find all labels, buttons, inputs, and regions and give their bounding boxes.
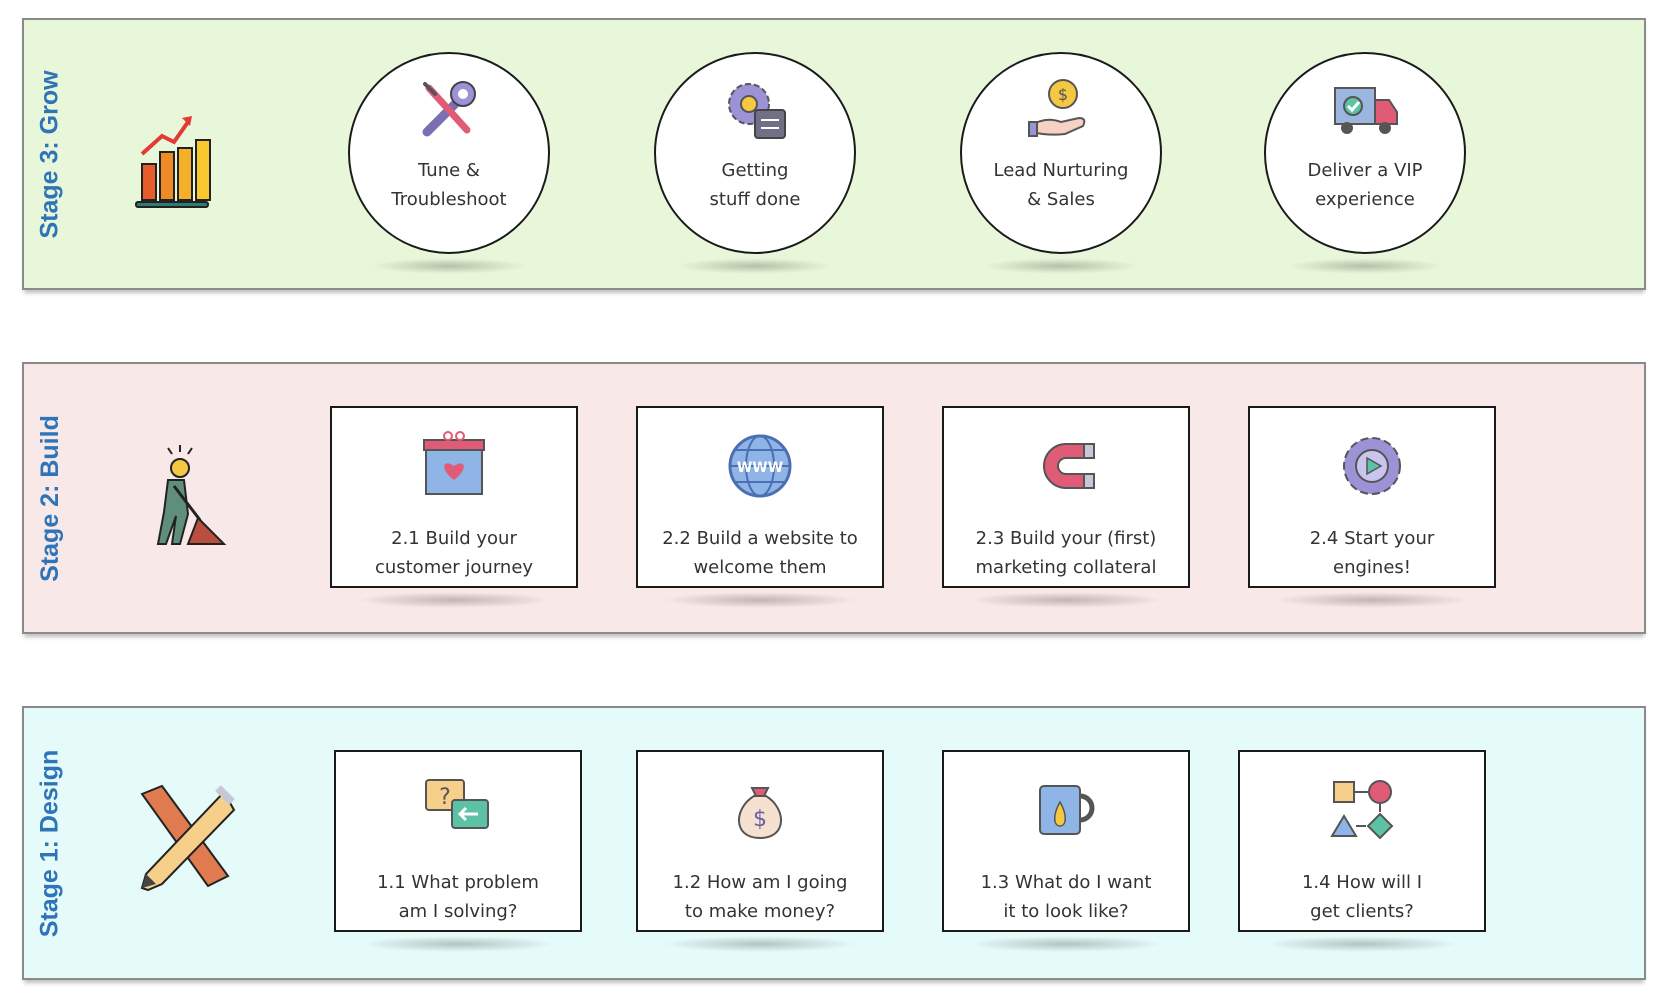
svg-text:$: $ — [1058, 85, 1068, 104]
flowchart-shapes-icon — [1326, 774, 1398, 846]
design-node-label: 1.4 How will I get clients? — [1301, 872, 1423, 922]
gift-box-icon — [418, 430, 490, 502]
build-node-marketing-collateral[interactable]: 2.3 Build your (first) marketing collate… — [942, 406, 1190, 608]
stage-build-title: Stage 2: Build — [35, 414, 64, 582]
grow-node-vip-experience[interactable]: Deliver a VIP experience — [1264, 52, 1466, 274]
grow-node-label: Deliver a VIP experience — [1307, 160, 1423, 210]
gear-checklist-icon — [719, 74, 791, 146]
build-node-start-engines[interactable]: 2.4 Start your engines! — [1248, 406, 1496, 608]
money-bag-icon: $ — [724, 774, 796, 846]
build-node-label: 2.4 Start your engines! — [1309, 528, 1435, 578]
grow-node-getting-stuff-done[interactable]: Getting stuff done — [654, 52, 856, 274]
growth-chart-icon — [128, 92, 238, 212]
design-node-label: 1.2 How am I going to make money? — [672, 872, 848, 922]
build-node-label: 2.3 Build your (first) marketing collate… — [975, 528, 1157, 578]
stage-design-panel: Stage 1: Design ? 1.1 What problem am I … — [22, 706, 1646, 980]
pencil-ruler-icon — [128, 780, 238, 900]
build-node-customer-journey[interactable]: 2.1 Build your customer journey — [330, 406, 578, 608]
svg-text:WWW: WWW — [737, 460, 783, 476]
magnet-icon — [1030, 430, 1102, 502]
design-node-clients[interactable]: 1.4 How will I get clients? — [1238, 750, 1486, 952]
gear-play-icon — [1336, 430, 1408, 502]
design-node-label: 1.3 What do I want it to look like? — [980, 872, 1152, 922]
stage-grow-title: Stage 3: Grow — [35, 69, 64, 239]
design-node-look[interactable]: 1.3 What do I want it to look like? — [942, 750, 1190, 952]
svg-text:$: $ — [753, 807, 767, 832]
mug-icon — [1030, 774, 1102, 846]
svg-text:?: ? — [439, 785, 451, 810]
grow-node-label: Getting stuff done — [709, 160, 801, 210]
grow-node-label: Tune & Troubleshoot — [391, 160, 507, 210]
build-node-label: 2.2 Build a website to welcome them — [662, 528, 858, 578]
hand-coin-icon: $ — [1025, 74, 1097, 146]
stage-build-panel: Stage 2: Build 2.1 Build your customer j… — [22, 362, 1646, 634]
design-node-label: 1.1 What problem am I solving? — [377, 872, 539, 922]
stage-grow-panel: Stage 3: Grow Tune & Troubleshoot — [22, 18, 1646, 290]
grow-node-tune[interactable]: Tune & Troubleshoot — [348, 52, 550, 274]
wrench-screwdriver-icon — [413, 74, 485, 146]
design-node-money[interactable]: $ 1.2 How am I going to make money? — [636, 750, 884, 952]
www-globe-icon: WWW — [724, 430, 796, 502]
delivery-truck-icon — [1329, 74, 1401, 146]
build-node-label: 2.1 Build your customer journey — [374, 528, 534, 578]
stage-design-title: Stage 1: Design — [35, 749, 64, 937]
digging-worker-icon — [128, 436, 238, 556]
build-node-website[interactable]: WWW 2.2 Build a website to welcome them — [636, 406, 884, 608]
grow-node-lead-nurturing[interactable]: $ Lead Nurturing & Sales — [960, 52, 1162, 274]
grow-node-label: Lead Nurturing & Sales — [993, 160, 1129, 210]
question-chat-icon: ? — [422, 774, 494, 846]
design-node-problem[interactable]: ? 1.1 What problem am I solving? — [334, 750, 582, 952]
